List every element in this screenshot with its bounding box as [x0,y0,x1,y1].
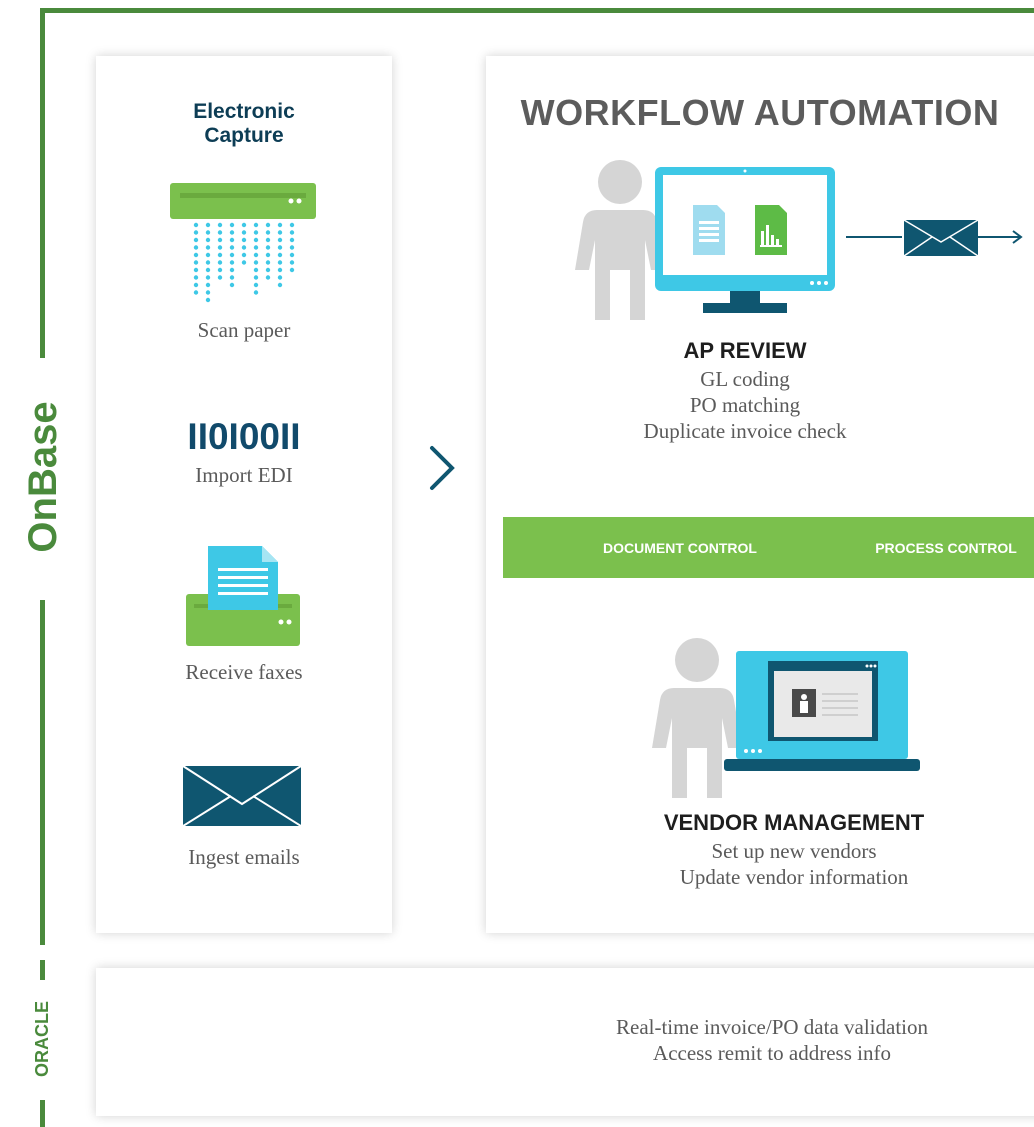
vendor-person-icon [652,638,742,798]
vendor-item: Update vendor information [679,865,909,889]
oracle-line-top [40,960,45,980]
oracle-panel [96,968,1034,1116]
ap-review-item: Duplicate invoice check [643,419,847,443]
scan-paper-label: Scan paper [197,318,291,342]
workflow-title: WORKFLOW AUTOMATION [520,92,1000,133]
laptop-icon [724,651,920,771]
document-icon [693,205,725,255]
process-control-label: PROCESS CONTROL [875,540,1017,556]
controls-bar [503,517,1034,578]
oracle-line-bottom [40,1100,45,1127]
ap-review-item: PO matching [689,393,801,417]
oracle-item: Access remit to address info [653,1041,891,1065]
vendor-management-heading: VENDOR MANAGEMENT [663,810,925,835]
desktop-monitor-icon [655,167,835,313]
ap-review-item: GL coding [700,367,790,391]
capture-title-line1: Electronic [193,100,295,123]
edi-binary-icon: II0I00II [187,416,301,457]
ingest-emails-label: Ingest emails [188,845,300,869]
ap-review-heading: AP REVIEW [683,338,807,363]
oracle-label: ORACLE [32,1001,52,1077]
onbase-label: OnBase [21,401,65,553]
document-control-label: DOCUMENT CONTROL [603,540,757,556]
frame-left-line-lower [40,600,45,945]
vendor-management-list: Set up new vendors Update vendor informa… [594,838,994,890]
spreadsheet-icon [755,205,787,255]
chevron-right-icon [430,446,455,490]
envelope-icon [183,766,301,826]
oracle-panel-text: Real-time invoice/PO data validation Acc… [540,1014,1004,1066]
capture-title: Electronic Capture [96,100,392,148]
email-send-icon [846,219,1023,257]
vendor-item: Set up new vendors [711,839,877,863]
scanner-icon [170,183,316,303]
import-edi-label: Import EDI [195,463,293,487]
frame-top-line [40,8,1034,13]
receive-faxes-label: Receive faxes [185,660,303,684]
frame-left-line-upper [40,8,45,358]
capture-title-line2: Capture [204,124,284,147]
person-icon [575,160,665,320]
oracle-item: Real-time invoice/PO data validation [616,1015,928,1039]
ap-review-list: GL coding PO matching Duplicate invoice … [560,366,930,444]
fax-icon [186,546,300,646]
